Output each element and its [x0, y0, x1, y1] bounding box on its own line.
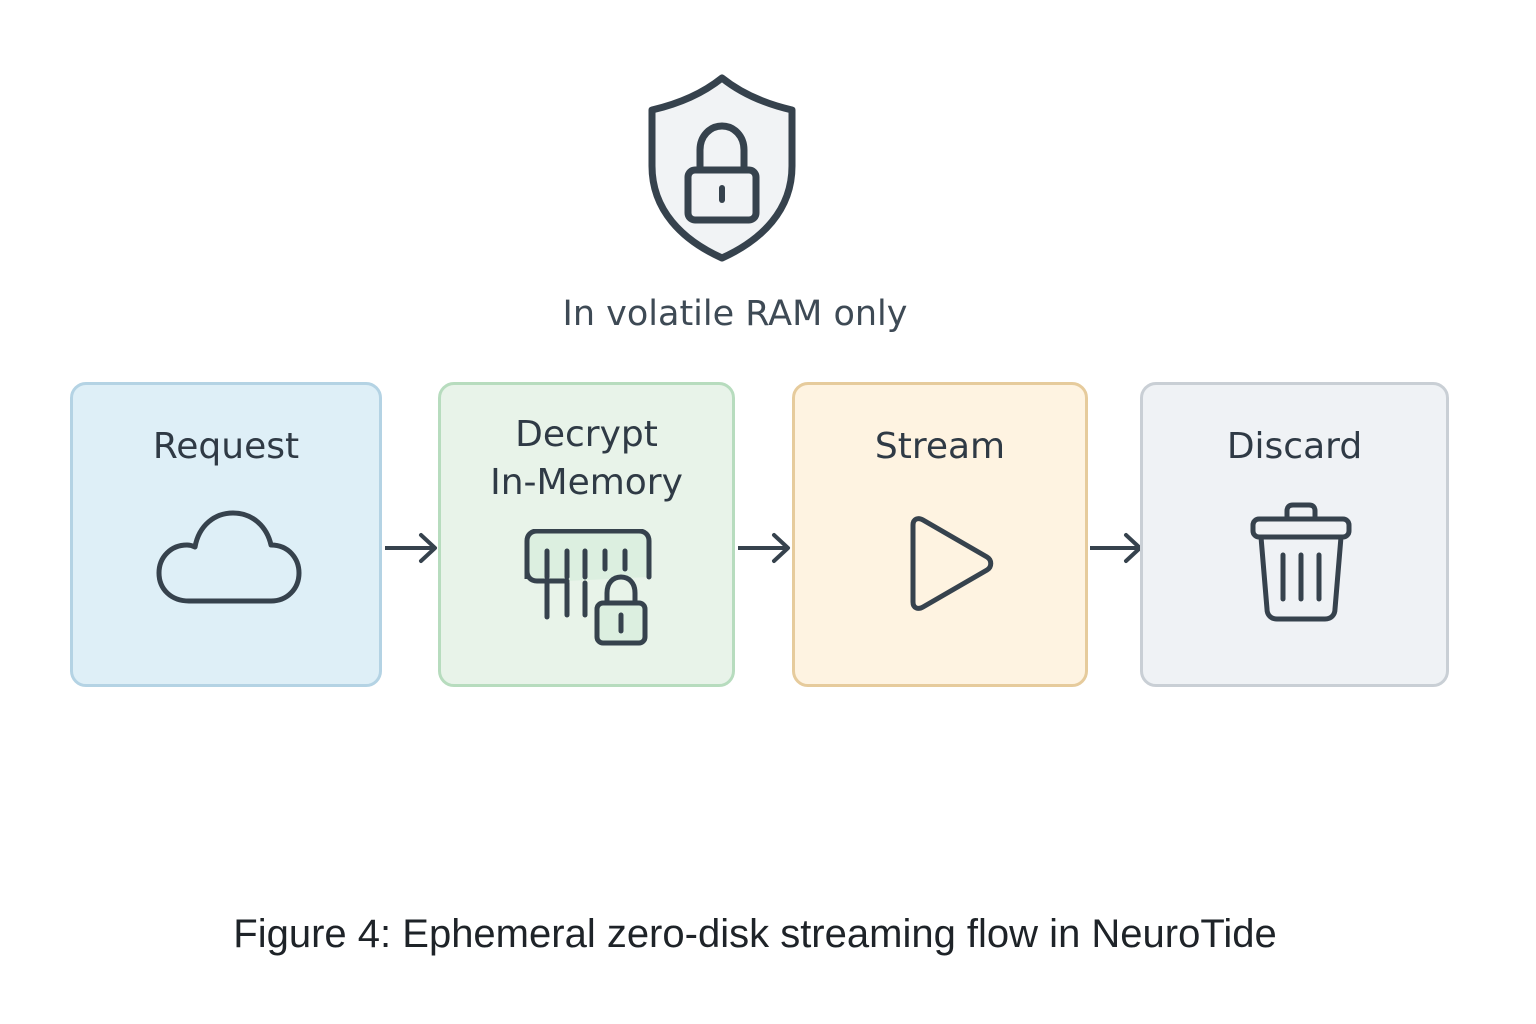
cloud-icon	[156, 510, 302, 604]
step-title: Stream	[874, 426, 1006, 467]
arrow-right-icon	[738, 533, 790, 563]
trash-icon	[1250, 502, 1352, 622]
arrow-right-icon	[1090, 533, 1142, 563]
step-title-line2: In-Memory	[490, 462, 683, 503]
figure-caption: Figure 4: Ephemeral zero-disk streaming …	[233, 912, 1277, 956]
step-request: Request	[70, 382, 382, 687]
step-title: Discard	[1226, 426, 1363, 467]
step-title-line1: Decrypt	[515, 414, 658, 455]
memory-chip-lock-icon	[524, 529, 652, 646]
ram-only-label: In volatile RAM only	[562, 294, 908, 334]
shield-lock-icon	[648, 74, 796, 262]
step-stream: Stream	[792, 382, 1088, 687]
step-discard: Discard	[1140, 382, 1449, 687]
play-icon	[910, 516, 994, 611]
arrow-right-icon	[385, 533, 437, 563]
step-decrypt-in-memory: Decrypt In-Memory	[438, 382, 735, 687]
step-title: Request	[152, 426, 300, 467]
